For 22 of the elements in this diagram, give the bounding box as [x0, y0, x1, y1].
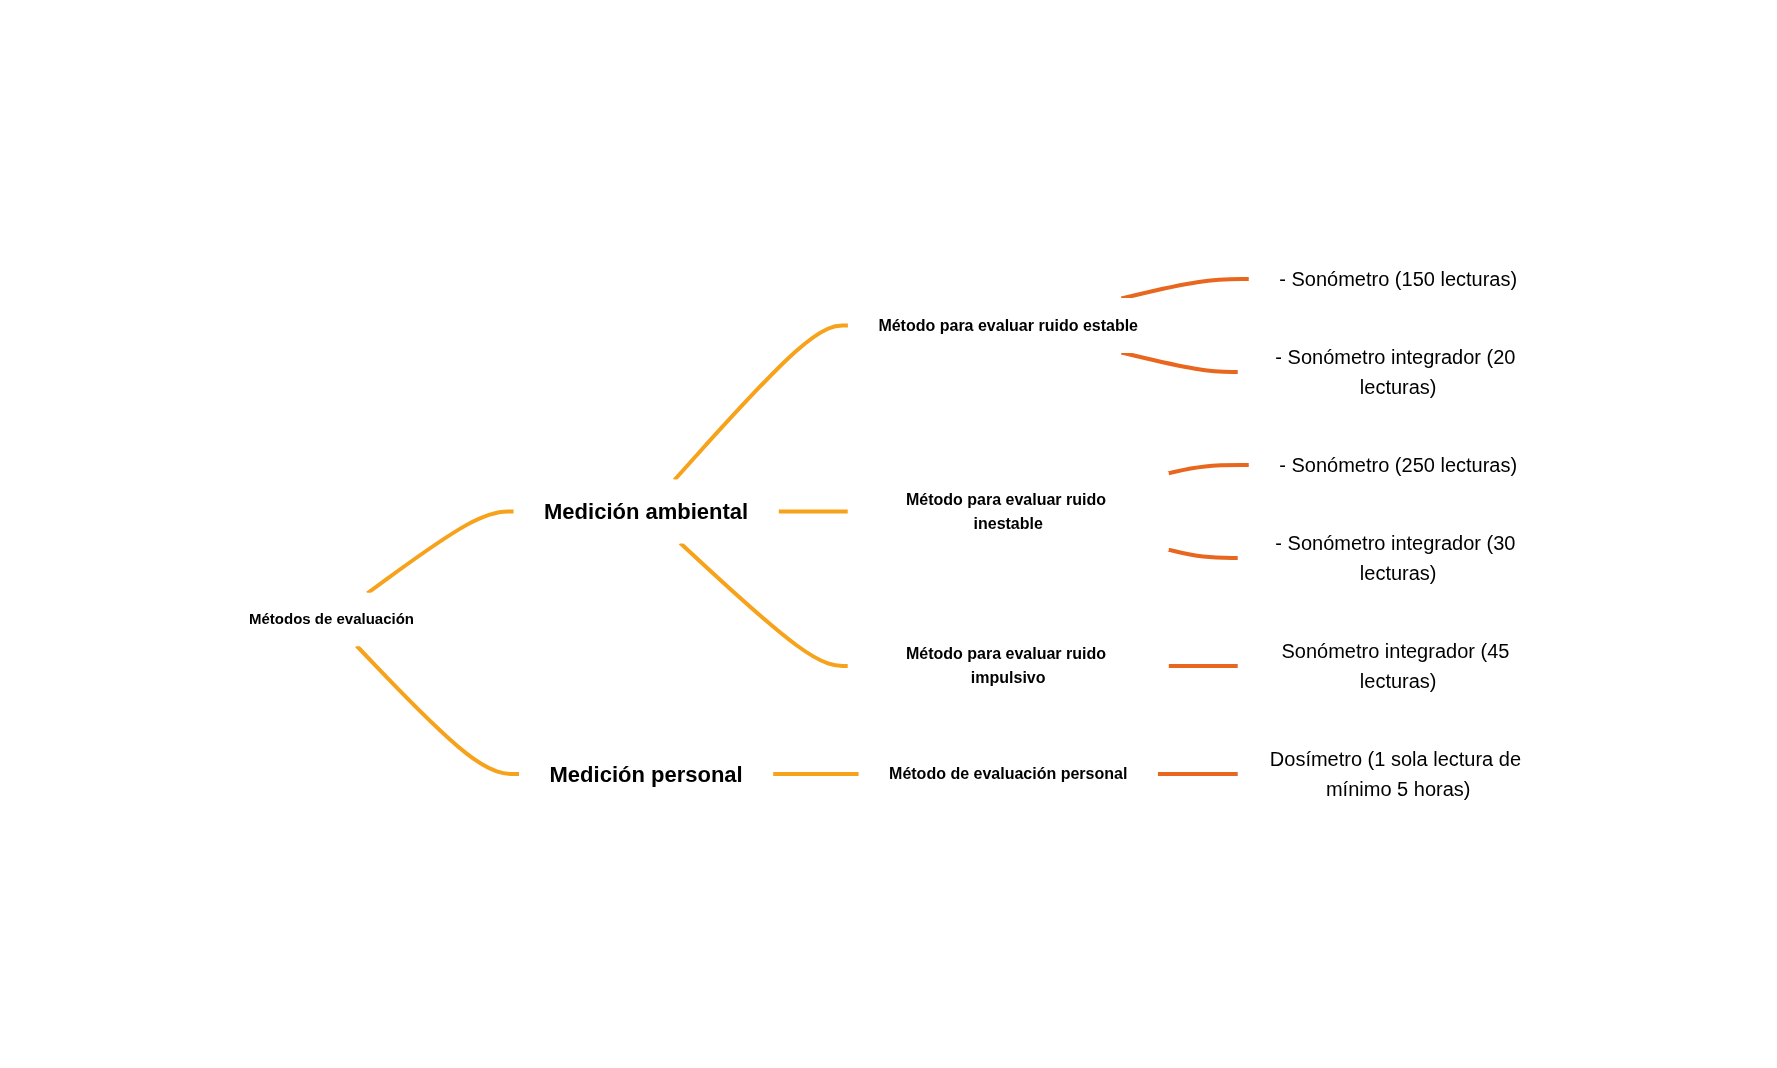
connector [1167, 463, 1250, 476]
connector [1168, 664, 1239, 668]
node-text: - Sonómetro (150 lecturas) [1279, 268, 1518, 290]
node-text: Método de evaluación personal [888, 765, 1128, 782]
connector [1157, 772, 1239, 776]
node-text: Método para evaluar ruido inestable [905, 490, 1106, 532]
node-text: Sonómetro integrador (45 lecturas) [1281, 640, 1510, 692]
node-text: Medición personal [549, 761, 743, 787]
node-text: Métodos de evaluación [248, 610, 414, 628]
node-text: - Sonómetro (250 lecturas) [1279, 454, 1518, 476]
node-text: Método para evaluar ruido estable [878, 316, 1138, 334]
node-text: Método para evaluar ruido impulsivo [905, 645, 1106, 686]
connector [1167, 547, 1239, 560]
connector [366, 509, 514, 595]
node-text: Medición ambiental [543, 499, 749, 524]
connector [772, 772, 859, 776]
connector [778, 509, 849, 514]
node-text: - Sonómetro integrador (20 lecturas) [1275, 346, 1516, 398]
connector [672, 323, 849, 482]
connector [355, 644, 520, 776]
node-text: Dosímetro (1 sola lectura de mínimo 5 horas) [1269, 748, 1521, 800]
node-text: - Sonómetro integrador (30 lecturas) [1275, 532, 1516, 584]
